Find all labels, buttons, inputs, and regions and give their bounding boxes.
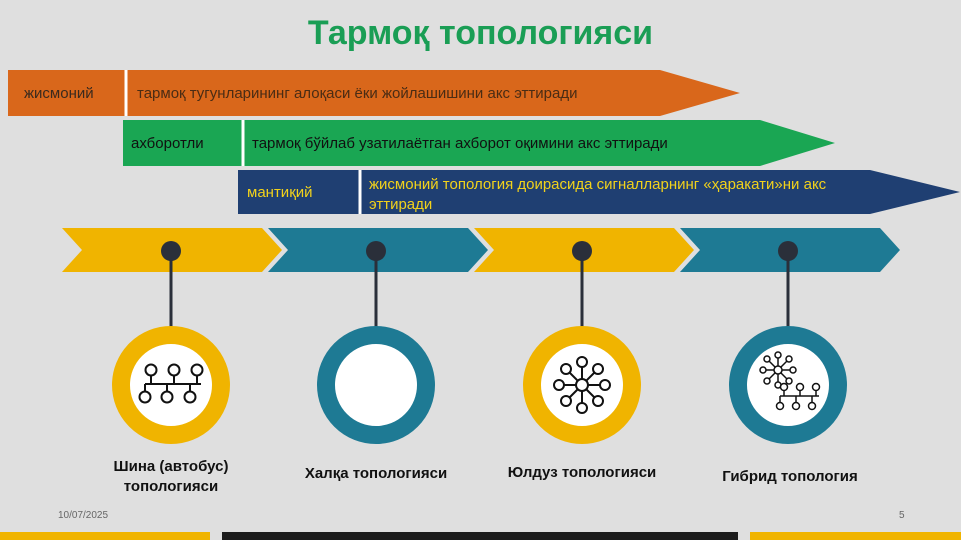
footer-bar-left — [0, 532, 210, 540]
physical-layer-arrow — [8, 70, 740, 116]
bus-topology-caption: Шина (автобус) топологияси — [113, 458, 229, 495]
star-topology-icon — [553, 356, 611, 414]
ring-topology-ring — [317, 326, 435, 444]
hybrid-topology-caption: Гибрид топология — [722, 468, 858, 485]
timeline-dot — [366, 241, 386, 261]
slide-date: 10/07/2025 — [58, 510, 109, 521]
timeline-dot — [161, 241, 181, 261]
timeline-dot — [778, 241, 798, 261]
information-layer-name: ахборотли — [131, 135, 204, 152]
physical-layer-description: тармоқ тугунларининг алоқаси ёки жойлаши… — [137, 85, 578, 102]
timeline-dot — [572, 241, 592, 261]
bus-topology-icon — [138, 363, 204, 404]
logical-layer-arrow — [238, 170, 960, 214]
star-topology-caption: Юлдуз топологияси — [507, 464, 657, 481]
physical-layer-name: жисмоний — [24, 85, 94, 102]
footer-bar-center — [222, 532, 738, 540]
information-layer-arrow — [123, 120, 835, 166]
page-title: Тармоқ топологияси — [307, 14, 654, 52]
hybrid-topology-ring — [729, 326, 847, 444]
hybrid-topology-icon — [759, 351, 821, 411]
ring-topology-caption: Халқа топологияси — [304, 465, 448, 482]
logical-layer-name: мантиқий — [247, 184, 313, 201]
information-layer-description: тармоқ бўйлаб узатилаётган ахборот оқими… — [252, 135, 668, 152]
logical-layer-description: жисмоний топология доирасида сигналларни… — [369, 176, 827, 213]
slide-number: 5 — [899, 510, 905, 521]
footer-bar-right — [750, 532, 961, 540]
